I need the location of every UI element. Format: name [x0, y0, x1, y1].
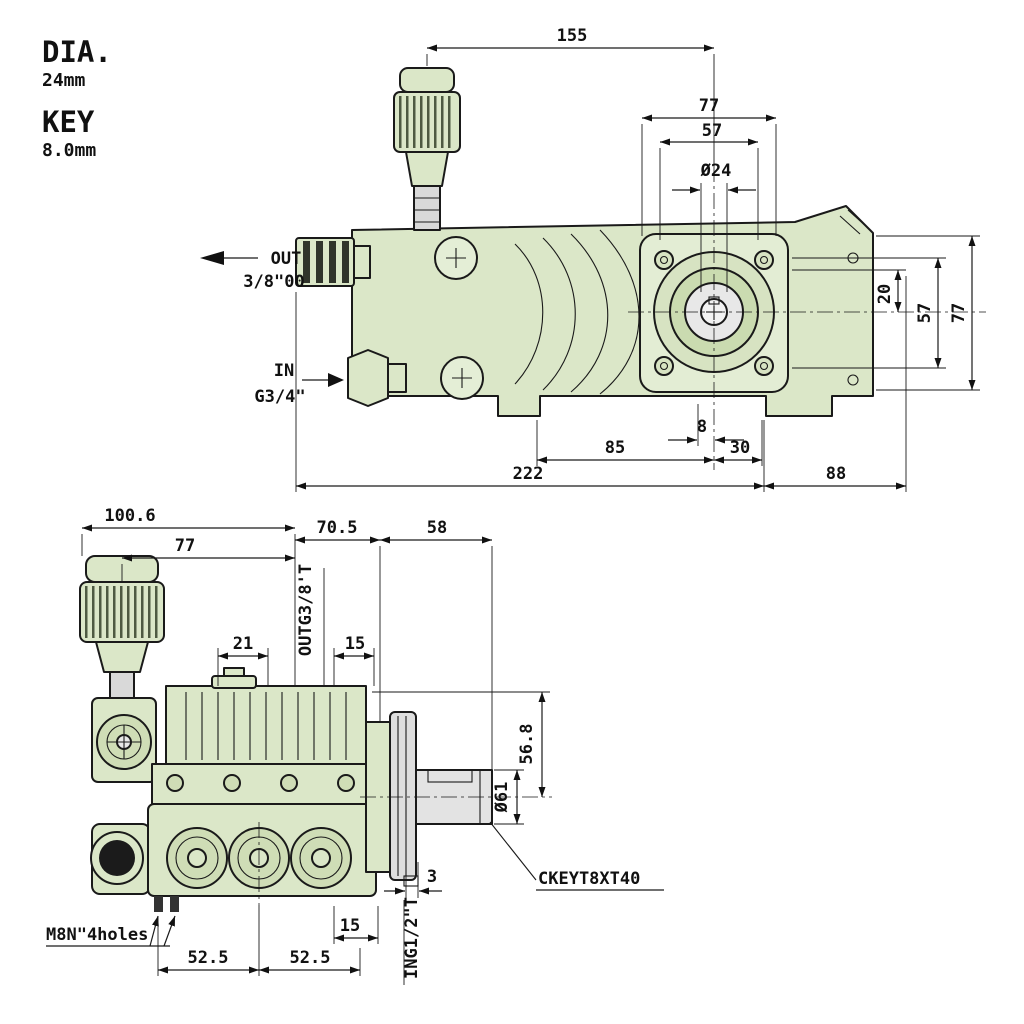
- crankcase-fins: [185, 692, 347, 760]
- side-view-dimensions: 100.6 77 70.5 58 21 15 OUTG3/8': [46, 506, 664, 985]
- crankcase-ribs: [514, 229, 640, 395]
- dim-15-bottom: 15: [340, 916, 360, 936]
- key-spec-label: CKEYT8XT40: [538, 869, 640, 889]
- in-label: IN: [274, 361, 294, 381]
- dim-57-height: 57: [915, 303, 935, 323]
- key-value: 8.0mm: [42, 140, 96, 161]
- in-size: G3/4": [254, 387, 305, 407]
- inlet-port-hex: [347, 349, 389, 407]
- legend-block: DIA. 24mm KEY 8.0mm: [42, 35, 112, 161]
- side-view: 100.6 77 70.5 58 21 15 OUTG3/8': [46, 506, 664, 985]
- out-size: 3/8"00: [243, 272, 304, 292]
- dim-85: 85: [605, 438, 625, 458]
- dim-21: 21: [233, 634, 253, 654]
- side-view-body: [79, 555, 493, 912]
- dim-15-top: 15: [345, 634, 365, 654]
- dim-77-width: 77: [699, 96, 719, 116]
- dim-77-side: 77: [175, 536, 195, 556]
- dia-label: DIA.: [42, 35, 112, 69]
- dim-shaft-diameter: Ø24: [700, 161, 732, 181]
- port-callouts: OUT 3/8"00 IN G3/4": [200, 249, 344, 407]
- in-port-label: ING1/2"T: [402, 897, 422, 979]
- pressure-knob-side-view: [79, 555, 165, 701]
- shaft-flange: [389, 711, 417, 881]
- mount-holes-label: M8N"4holes: [46, 925, 148, 945]
- dia-value: 24mm: [42, 70, 86, 91]
- dim-52-5-right: 52.5: [290, 948, 331, 968]
- mount-stud: [154, 896, 163, 912]
- top-view: 155 77 57 Ø24 20 57: [200, 26, 986, 492]
- dim-57-width: 57: [702, 121, 722, 141]
- dim-30: 30: [730, 438, 750, 458]
- dim-52-5-left: 52.5: [188, 948, 229, 968]
- out-arrow: [200, 251, 224, 265]
- shaft-keyway: [427, 769, 473, 783]
- dim-100-6: 100.6: [104, 506, 155, 526]
- dim-56-8: 56.8: [517, 724, 537, 765]
- mounting-flange: [639, 233, 789, 393]
- pressure-knob-top-view: [393, 67, 461, 231]
- top-view-dimensions: 155 77 57 Ø24 20 57: [295, 26, 980, 492]
- top-view-body: [295, 67, 874, 417]
- pump-body-top: [351, 205, 874, 417]
- dim-8: 8: [697, 417, 707, 437]
- in-arrow: [328, 373, 344, 387]
- key-label: KEY: [42, 105, 95, 139]
- dim-88: 88: [826, 464, 846, 484]
- dim-shaft-dia-side: Ø61: [492, 782, 512, 814]
- dim-70-5: 70.5: [317, 518, 358, 538]
- dim-20: 20: [875, 284, 895, 304]
- dim-155: 155: [557, 26, 588, 46]
- dim-77-height: 77: [949, 303, 969, 323]
- mount-stud: [170, 896, 179, 912]
- dim-58: 58: [427, 518, 447, 538]
- out-port-label: OUTG3/8'T: [296, 564, 316, 656]
- dim-3: 3: [427, 867, 437, 887]
- dim-222: 222: [513, 464, 544, 484]
- out-label: OUT: [271, 249, 302, 269]
- plunger-caps: [166, 827, 352, 889]
